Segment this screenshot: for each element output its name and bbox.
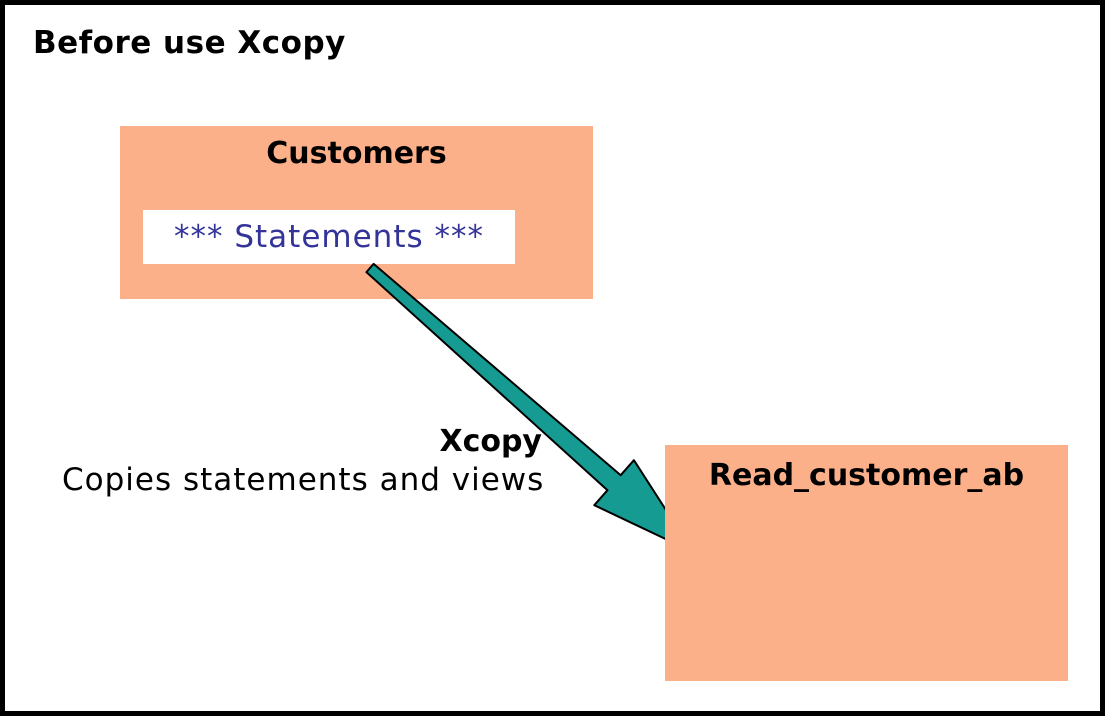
xcopy-arrow-shape (365, 262, 694, 553)
customers-box: Customers *** Statements *** (120, 126, 593, 299)
customers-box-label: Customers (266, 136, 447, 171)
read-customer-box: Read_customer_ab (665, 445, 1068, 681)
xcopy-label: Xcopy (439, 424, 542, 459)
xcopy-description: Copies statements and views (62, 462, 545, 498)
statements-field: *** Statements *** (143, 210, 515, 264)
page-title: Before use Xcopy (33, 25, 346, 61)
read-customer-box-label: Read_customer_ab (708, 458, 1025, 493)
